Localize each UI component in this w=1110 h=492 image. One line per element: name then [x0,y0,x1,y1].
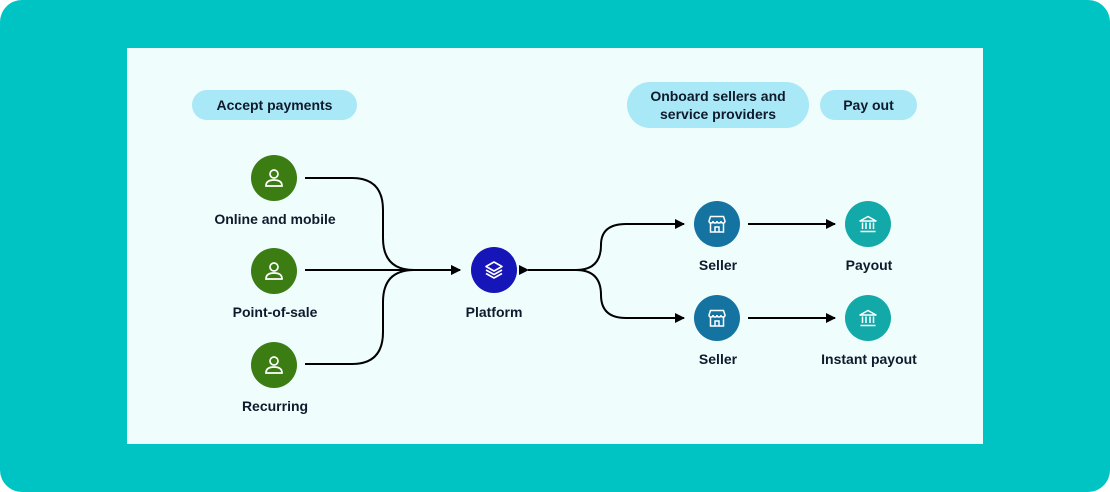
online-mobile-label: Online and mobile [214,211,336,227]
online-mobile-node [251,155,297,201]
connector-online-to-platform [305,177,461,275]
seller-node-bottom [694,295,740,341]
point-of-sale-label: Point-of-sale [232,304,318,320]
layers-icon [485,261,503,279]
onboard-sellers-header: Onboard sellers and service providers [627,82,809,128]
seller-node-top [694,201,740,247]
instant-payout-label: Instant payout [821,351,917,367]
connector-platform-to-seller-top [519,219,685,275]
seller-label-bottom: Seller [698,351,738,367]
onboard-sellers-text: Onboard sellers and service providers [650,88,786,122]
accept-payments-header: Accept payments [192,90,357,120]
pay-out-header: Pay out [820,90,917,120]
instant-payout-node [845,295,891,341]
user-icon [265,169,283,187]
payout-node [845,201,891,247]
payout-label: Payout [845,257,893,273]
connector-recurring-to-platform [305,269,415,365]
recurring-node [251,342,297,388]
bank-icon [859,215,877,233]
platform-node [471,247,517,293]
storefront-icon [708,309,726,327]
user-icon [265,262,283,280]
user-icon [265,356,283,374]
recurring-label: Recurring [241,398,309,414]
point-of-sale-node [251,248,297,294]
connector-platform-to-seller-bottom [575,269,685,323]
storefront-icon [708,215,726,233]
seller-label-top: Seller [698,257,738,273]
bank-icon [859,309,877,327]
platform-label: Platform [465,304,523,320]
